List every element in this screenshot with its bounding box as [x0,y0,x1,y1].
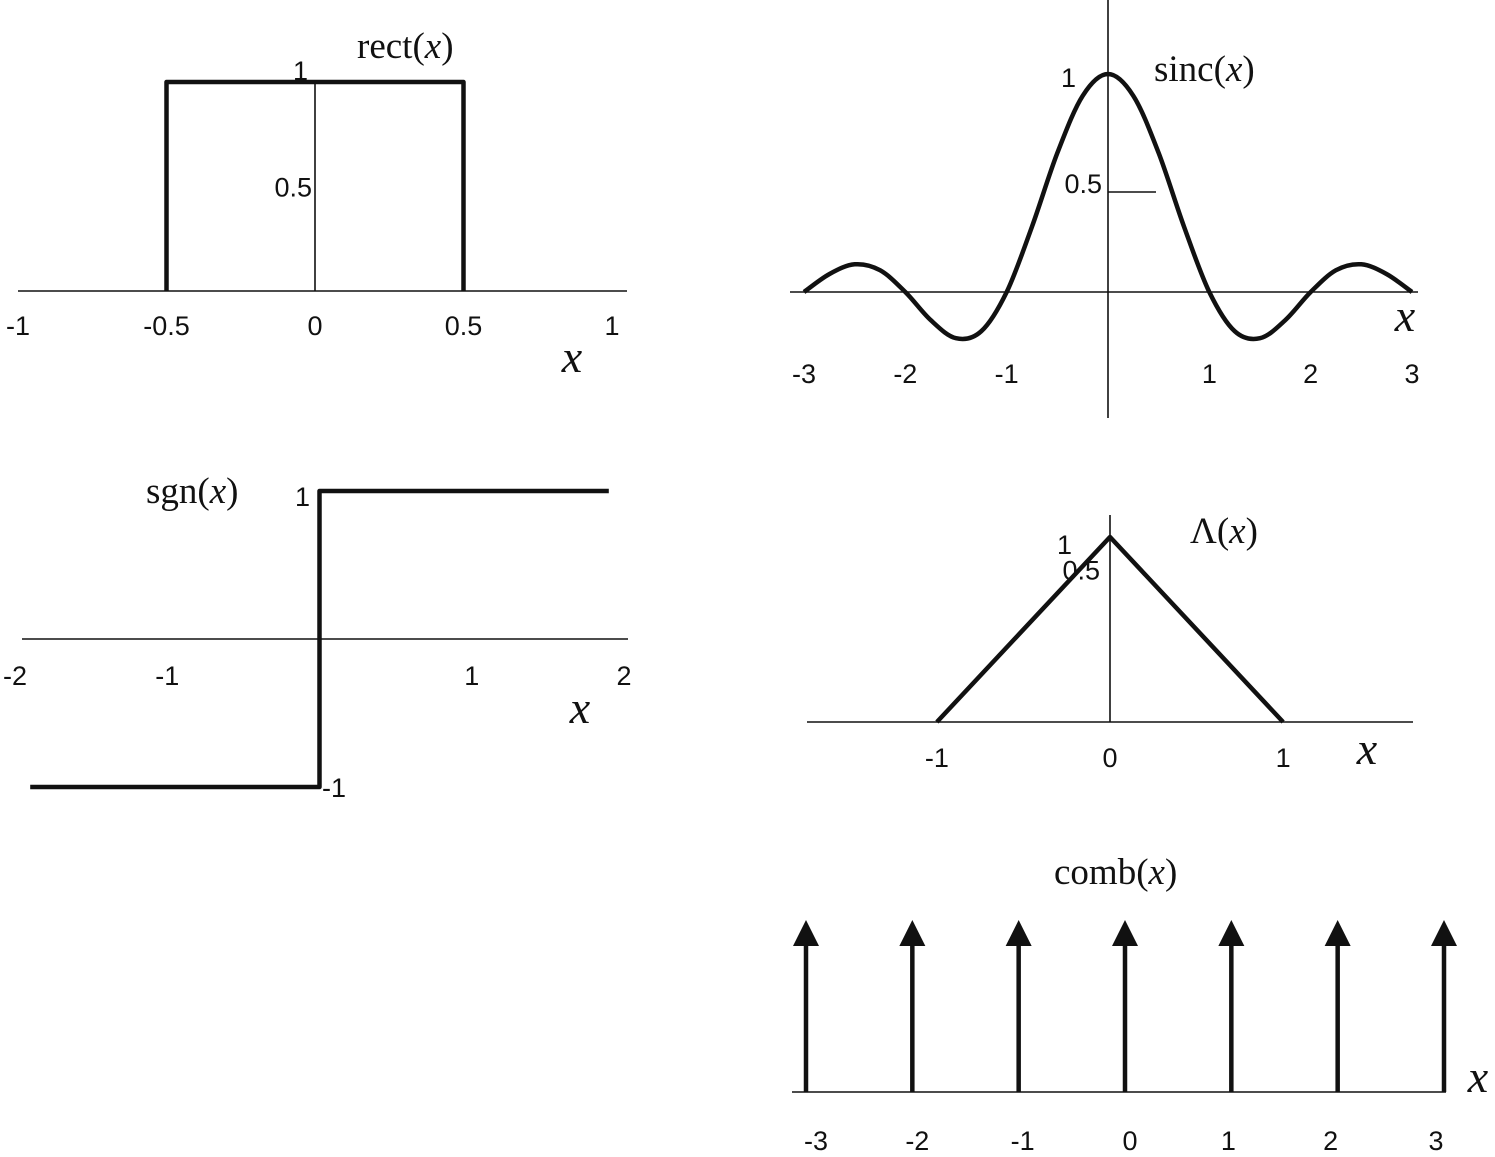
triangle-x-tick-label: -1 [925,743,949,773]
sinc-curve [802,71,1414,342]
comb-arrowhead [1431,920,1457,946]
comb-arrowhead [1324,920,1351,946]
sgn-curve [30,488,609,790]
comb-arrowhead [1218,920,1245,946]
comb-arrowhead [1112,920,1138,946]
triangle-x-tick-label: 1 [1276,743,1291,773]
comb-x-axis-label: x [1467,1051,1489,1102]
sinc-title: sinc(x) [1154,49,1255,90]
sinc-x-tick-label: 3 [1404,359,1419,389]
comb-arrowhead [1005,920,1032,946]
triangle-curve [935,534,1285,724]
comb-x-tick-label: 2 [1323,1126,1338,1156]
sinc-y-tick-label: 1 [1061,63,1076,93]
comb-x-tick-label: 0 [1122,1126,1137,1156]
sgn-x-tick-label: -2 [3,661,27,691]
sgn-plot: -2 -1 1 2 1 -1 sgn(x) x [3,471,632,803]
sinc-x-tick-label: 2 [1303,359,1318,389]
sgn-y-tick-label: 1 [295,482,310,512]
triangle-y-tick-label: 0.5 [1062,556,1100,586]
comb-x-tick-label: 1 [1221,1126,1236,1156]
comb-x-tick-label: -2 [905,1126,929,1156]
triangle-y-tick-label: 1 [1057,530,1072,560]
rect-y-tick-label: 1 [293,56,308,86]
sgn-title: sgn(x) [146,471,239,512]
sinc-y-tick-label: 0.5 [1064,169,1102,199]
comb-x-tick-label: 3 [1428,1126,1443,1156]
comb-arrowhead [899,920,926,946]
sinc-x-tick-label: -3 [792,359,816,389]
rect-x-tick-label: 0 [307,311,322,341]
sgn-x-tick-label: -1 [155,661,179,691]
sgn-x-tick-label: 2 [616,661,631,691]
comb-x-tick-label: -1 [1011,1126,1035,1156]
sgn-y-tick-label: -1 [322,773,346,803]
sinc-x-tick-label: -1 [995,359,1019,389]
triangle-x-axis-label: x [1356,723,1378,774]
rect-x-tick-label: -1 [6,311,30,341]
sinc-x-axis-label: x [1394,290,1416,341]
rect-title: rect(x) [357,26,454,67]
rect-curve [164,79,466,291]
rect-x-tick-label: 0.5 [445,311,483,341]
triangle-title: Λ(x) [1190,511,1258,552]
sinc-plot: -3 -2 -1 1 2 3 0.5 1 sinc(x) x [790,0,1420,418]
rect-y-tick-label: 0.5 [274,173,312,203]
comb-plot: -3 -2 -1 0 1 2 3 comb(x) x [792,852,1489,1156]
rect-plot: -1 -0.5 0 0.5 1 0.5 1 rect(x) x [6,26,627,382]
rect-x-axis-label: x [561,331,583,382]
rect-x-tick-label: 1 [604,311,619,341]
comb-arrowhead [793,920,819,946]
comb-x-tick-label: -3 [804,1126,828,1156]
sgn-x-axis-label: x [569,682,591,733]
sinc-x-tick-label: 1 [1202,359,1217,389]
sinc-x-tick-label: -2 [893,359,917,389]
sgn-x-tick-label: 1 [464,661,479,691]
comb-title: comb(x) [1054,852,1177,893]
rect-x-tick-label: -0.5 [143,311,190,341]
triangle-x-tick-label: 0 [1102,743,1117,773]
